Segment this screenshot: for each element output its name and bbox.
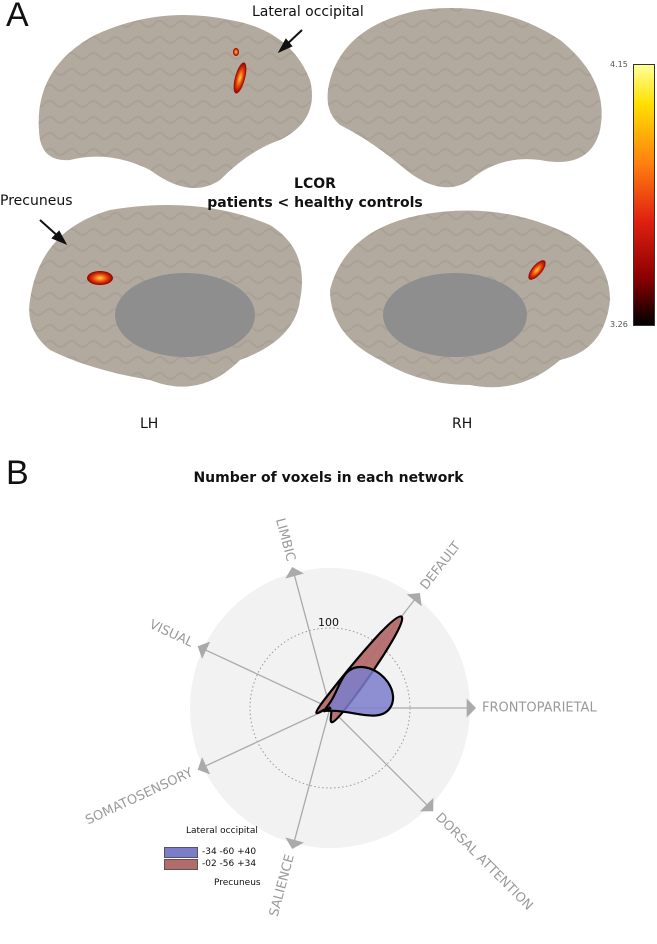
colorbar-max-label: 4.15 — [610, 60, 628, 69]
activation-precuneus-left — [87, 271, 113, 285]
label-lh: LH — [140, 416, 159, 432]
legend-label: -34 -60 +40 — [202, 847, 257, 857]
activation-lateral-occipital-small — [233, 48, 239, 56]
radar-axes — [197, 566, 476, 850]
radar-series-area — [321, 665, 395, 717]
radar-axis-line — [293, 574, 331, 709]
radar-axis-arrowhead — [419, 797, 434, 812]
radar-axis-label: DORSAL ATTENTION — [432, 810, 535, 913]
brain-medial-left — [29, 205, 303, 387]
legend-swatch — [164, 858, 198, 870]
radar-axis-label: DEFAULT — [418, 539, 465, 593]
activation-precuneus-right — [528, 260, 546, 280]
arrow-precuneus — [39, 219, 68, 246]
radar-axis-arrowhead — [285, 566, 304, 579]
chart-title: Number of voxels in each network — [193, 470, 464, 486]
brain-lateral-right — [327, 8, 602, 188]
title-line-2: patients < healthy controls — [207, 195, 423, 211]
activation-lateral-occipital — [233, 62, 247, 94]
legend-footer: Precuneus — [214, 878, 261, 888]
legend-item: -34 -60 +40 — [164, 846, 274, 858]
radar-series — [315, 615, 404, 724]
label-rh: RH — [452, 416, 473, 432]
arrow-lateral-occipital — [277, 29, 303, 54]
radar-chart: 100 DEFAULT FRONTOPARIETAL DORSAL ATTENTIO… — [83, 517, 597, 919]
radar-axis-arrowhead — [285, 837, 304, 850]
panel-b-letter: B — [6, 454, 29, 492]
colorbar-min-label: 3.26 — [610, 320, 628, 329]
radar-axis-label: VISUAL — [147, 617, 196, 651]
radar-axis-line — [293, 707, 331, 842]
legend-swatch — [164, 846, 198, 858]
radar-axis-label: FRONTOPARIETAL — [482, 701, 597, 716]
title-line-1: LCOR — [294, 176, 336, 192]
label-precuneus: Precuneus — [0, 193, 73, 209]
brain-medial-right — [330, 210, 610, 388]
figure-a-title: LCOR patients < healthy controls — [205, 175, 425, 213]
radar-axis-line — [204, 707, 331, 767]
radar-axis-arrowhead — [197, 641, 211, 659]
radar-axis-arrowhead — [406, 592, 422, 607]
radar-axis-label: LIMBIC — [272, 517, 298, 564]
colorbar — [633, 64, 655, 326]
radar-axis-label: SOMATOSENSORY — [83, 765, 195, 828]
radar-axis-line — [204, 649, 331, 709]
radar-tick-label: 100 — [318, 616, 339, 629]
label-lateral-occipital: Lateral occipital — [252, 4, 364, 20]
radar-axis-arrowhead — [197, 757, 211, 775]
legend-header: Lateral occipital — [186, 826, 258, 836]
radar-axis-line — [329, 707, 429, 807]
panel-a-letter: A — [6, 0, 29, 34]
brain-surfaces — [29, 8, 610, 388]
brain-lateral-left — [38, 15, 313, 188]
legend-item: -02 -56 +34 — [164, 858, 274, 870]
legend-label: -02 -56 +34 — [202, 859, 257, 869]
radar-axis-arrowhead — [466, 698, 476, 718]
legend: Lateral occipital -34 -60 +40 -02 -56 +3… — [164, 826, 274, 888]
